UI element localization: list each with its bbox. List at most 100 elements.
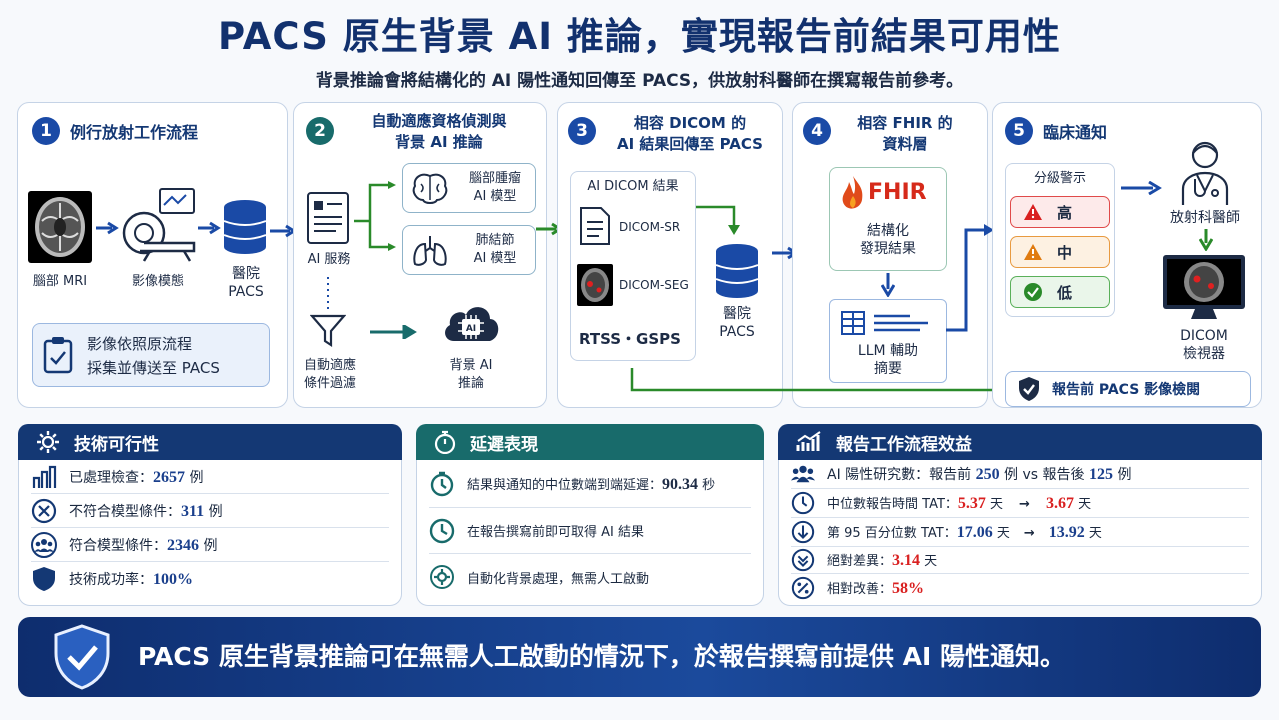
- people-group-icon: [31, 531, 57, 558]
- brain-icon: [412, 173, 448, 204]
- dicom-seg-image: [577, 264, 613, 306]
- latency-title: 延遲表現: [470, 434, 538, 455]
- step4-title: 相容 FHIR 的 資料層: [857, 114, 953, 153]
- step5-number: 5: [1005, 117, 1033, 145]
- step3-panel: 3 相容 DICOM 的 AI 結果回傳至 PACS AI DICOM 結果 D…: [557, 102, 783, 408]
- clock-navy-icon: [791, 491, 815, 515]
- benefit-row-p95-tat: 第 95 百分位數 TAT：17.06 天→13.92 天: [791, 518, 1249, 547]
- brain-tumor-model-label: 腦部腫瘤 AI 模型: [468, 171, 521, 204]
- tech-processed-label: 已處理檢查：: [69, 469, 153, 486]
- arrow-mri-modality: [96, 221, 119, 235]
- lungs-icon: [413, 236, 447, 266]
- lung-nodule-model-label: 肺結節 AI 模型: [473, 233, 517, 266]
- workflow-benefit-title: 報告工作流程效益: [836, 434, 972, 455]
- trend-chart-icon: [796, 431, 821, 451]
- benefit-p95-before: 17.06: [956, 524, 993, 541]
- tech-eligible-label: 符合模型條件：: [69, 537, 167, 554]
- alert-medium-label: 中: [1057, 243, 1073, 262]
- step1-panel: 1 例行放射工作流程 腦部 MRI 影像模態 醫院 PACS 影像依照原流程 採…: [17, 102, 288, 408]
- arrow-fhir-llm: [881, 273, 895, 297]
- shield-check-large-icon: [54, 624, 110, 690]
- arrow-alerts-radiologist: [1121, 181, 1162, 195]
- tech-row-ineligible: 不符合模型條件：311 例: [31, 494, 389, 528]
- benefit-relative-a: 相對改善：: [827, 582, 893, 597]
- workflow-benefit-header: 報告工作流程效益: [778, 424, 1262, 460]
- benefit-p95-after: 13.92: [1048, 524, 1085, 541]
- tech-eligible-value: 2346: [167, 536, 199, 554]
- rtss-gsps-label: RTSS・GSPS: [579, 330, 681, 348]
- page-title: PACS 原生背景 AI 推論，實現報告前結果可用性: [218, 15, 1061, 58]
- warning-orange-icon: [1024, 244, 1042, 260]
- tech-eligible-unit: 例: [199, 537, 218, 554]
- latency-panel: 延遲表現 結果與通知的中位數端到端延遲：90.34 秒 在報告撰寫前即可取得 A…: [416, 424, 764, 606]
- fhir-card: FHIR 結構化 發現結果: [829, 167, 947, 271]
- radiologist-label: 放射科醫師: [1170, 210, 1240, 226]
- tech-feasibility-panel: 技術可行性 已處理檢查：2657 例 不符合模型條件：311 例 符合模型條件：…: [18, 424, 402, 606]
- benefit-median-b: 天: [985, 497, 1004, 512]
- latency-median-label: 結果與通知的中位數端到端延遲：: [467, 477, 663, 493]
- benefit-median-a: 中位數報告時間 TAT：: [827, 497, 958, 512]
- clock-teal-icon: [430, 471, 454, 496]
- step4-panel: 4 相容 FHIR 的 資料層 FHIR 結構化 發現結果 LLM 輔助 摘要: [792, 102, 988, 408]
- ai-dicom-results-box: AI DICOM 結果 DICOM-SR DICOM-SEG RTSS・GSPS: [570, 171, 696, 361]
- benefit-positive-before: 250: [975, 466, 1000, 483]
- benefit-positive-after: 125: [1089, 466, 1113, 483]
- tech-ineligible-label: 不符合模型條件：: [69, 503, 181, 520]
- fhir-flame-icon: [842, 176, 863, 209]
- summary-document-icon: [841, 311, 928, 335]
- arrow-radiologist-viewer: [1199, 229, 1213, 251]
- branch-arrows: [354, 181, 396, 251]
- pre-report-review-badge: 報告前 PACS 影像檢閱: [1005, 371, 1251, 407]
- benefit-p95-a: 第 95 百分位數 TAT：: [827, 526, 957, 541]
- benefit-median-c: 天: [1073, 497, 1092, 512]
- ai-dicom-results-title: AI DICOM 結果: [587, 179, 679, 194]
- tech-success-label: 技術成功率：: [69, 572, 153, 588]
- dicom-seg-label: DICOM-SEG: [619, 278, 689, 292]
- tech-processed-value: 2657: [153, 468, 185, 486]
- tech-row-eligible: 符合模型條件：2346 例: [31, 528, 389, 562]
- percent-icon: [791, 576, 815, 600]
- benefit-absolute-value: 3.14: [892, 552, 921, 569]
- hospital-pacs-label: 醫院 PACS: [228, 266, 264, 300]
- latency-median-value: 90.34: [662, 475, 699, 493]
- shield-icon: [33, 567, 55, 591]
- acquisition-note-box: 影像依照原流程 採集並傳送至 PACS: [32, 323, 270, 387]
- benefit-p95-c: 天: [1084, 526, 1102, 541]
- down-arrow-circle-icon: [791, 520, 815, 544]
- dotted-connector: [327, 277, 329, 311]
- alert-low-label: 低: [1057, 283, 1073, 302]
- alert-medium: 中: [1010, 236, 1110, 268]
- hospital-pacs-icon: [223, 200, 267, 254]
- gear-icon: [37, 431, 59, 453]
- ai-service-label: AI 服務: [307, 252, 351, 267]
- pre-report-review-label: 報告前 PACS 影像檢閱: [1052, 382, 1201, 398]
- benefit-row-median-tat: 中位數報告時間 TAT：5.37 天→3.67 天: [791, 489, 1249, 518]
- benefit-median-before: 5.37: [957, 495, 986, 512]
- step5-panel: 5 臨床通知 分級警示 高 中 低 放射科醫師 DICOM 檢視器 報告前 PA…: [992, 102, 1262, 408]
- hospital-pacs-icon-2: [715, 244, 759, 298]
- filter-label: 自動適應 條件過濾: [303, 358, 356, 391]
- tech-feasibility-title: 技術可行性: [74, 434, 159, 455]
- footer-banner: PACS 原生背景推論可在無需人工啟動的情況下，於報告撰寫前提供 AI 陽性通知…: [18, 617, 1261, 697]
- radiologist-icon: [1181, 141, 1229, 205]
- brain-tumor-model-card: 腦部腫瘤 AI 模型: [402, 163, 536, 213]
- down-chevron-icon: [791, 548, 815, 572]
- dicom-sr-label: DICOM-SR: [619, 220, 681, 234]
- arrow-modality-pacs: [198, 221, 221, 235]
- arrow-results-pacs: [696, 205, 740, 235]
- dicom-sr-document-icon: [580, 207, 610, 245]
- benefit-row-positive: AI 陽性研究數：報告前 250 例 vs 報告後 125 例: [791, 460, 1249, 489]
- lung-nodule-model-card: 肺結節 AI 模型: [402, 225, 536, 275]
- step3-title: 相容 DICOM 的 AI 結果回傳至 PACS: [617, 114, 763, 153]
- dicom-viewer-monitor-icon: [1163, 255, 1245, 319]
- latency-automated-label: 自動化背景處理，無需人工啟動: [467, 571, 650, 587]
- filter-funnel-icon: [310, 314, 346, 348]
- gear-teal-icon: [430, 565, 454, 589]
- benefit-positive-a: AI 陽性研究數：報告前: [827, 467, 976, 483]
- latency-median-unit: 秒: [698, 477, 716, 493]
- modality-label: 影像模態: [131, 274, 184, 289]
- bar-chart-icon: [32, 465, 57, 488]
- step2-panel: 2 自動適應資格偵測與 背景 AI 推論 AI 服務 腦部腫瘤 AI 模型 肺結…: [293, 102, 547, 408]
- alert-high-label: 高: [1057, 203, 1073, 222]
- tiered-alerts-box: 分級警示 高 中 低: [1005, 163, 1115, 317]
